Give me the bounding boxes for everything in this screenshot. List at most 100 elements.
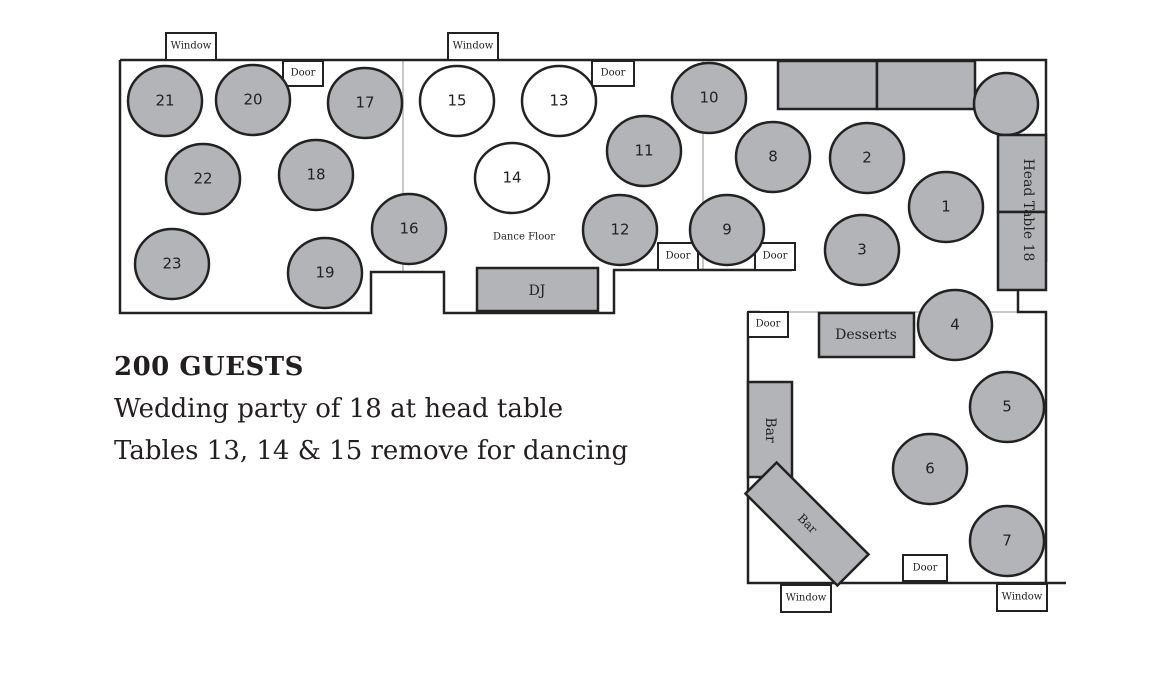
dance-floor-label: Dance Floor [493,232,555,243]
round-table-4[interactable]: 4 [916,288,994,362]
guest-count: 200 GUESTS [114,352,304,382]
table-circle[interactable] [214,63,292,137]
round-table-13[interactable]: 13 [520,64,598,138]
bar-counter[interactable] [743,460,871,588]
round-table-22[interactable]: 22 [164,142,242,216]
table-number: 1 [941,198,951,216]
window: Window [165,32,217,61]
round-table-8[interactable]: 8 [734,120,812,194]
long-table[interactable] [875,59,977,111]
head-table[interactable] [996,210,1048,292]
desserts-label: Desserts [835,327,897,343]
table-circle[interactable] [891,432,969,506]
table-number: 21 [155,92,174,110]
table-circle[interactable] [126,64,204,138]
round-table-14[interactable]: 14 [473,141,551,215]
table-number: 4 [950,316,960,334]
door[interactable]: Door [902,554,948,582]
round-table-23[interactable]: 23 [133,227,211,301]
round-table-7[interactable]: 7 [968,504,1046,578]
round-table-15[interactable]: 15 [418,64,496,138]
table-number: 7 [1002,532,1012,550]
table-number: 17 [355,94,374,112]
round-table-6[interactable]: 6 [891,432,969,506]
door[interactable]: Door [747,311,789,338]
table-number: 14 [502,169,521,187]
table-number: 5 [1002,398,1012,416]
round-table-20[interactable]: 20 [214,63,292,137]
round-table-21[interactable]: 21 [126,64,204,138]
table-number: 12 [610,221,629,239]
table-circle[interactable] [581,193,659,267]
table-circle[interactable] [916,288,994,362]
table-circle[interactable] [968,370,1046,444]
table-number: 6 [925,460,935,478]
door-label: Door [763,251,788,262]
table-circle[interactable] [688,193,766,267]
round-table-11[interactable]: 11 [605,114,683,188]
event-notes: 200 GUESTS Wedding party of 18 at head t… [114,352,628,472]
table-circle[interactable] [520,64,598,138]
window-label: Window [453,41,494,52]
table-circle[interactable] [605,114,683,188]
window: Window [447,32,499,61]
table-number: 3 [857,241,867,259]
dj-booth[interactable] [475,266,600,313]
door-label: Door [291,68,316,79]
round-table-12[interactable]: 12 [581,193,659,267]
table-number: 9 [722,221,732,239]
door[interactable]: Door [282,60,324,87]
door[interactable]: Door [657,242,699,271]
round-table-9[interactable]: 9 [688,193,766,267]
table-circle[interactable] [828,121,906,195]
table-circle[interactable] [133,227,211,301]
table-number: 13 [549,92,568,110]
table-circle[interactable] [370,192,448,266]
round-table-1[interactable]: 1 [907,170,985,244]
round-table-10[interactable]: 10 [670,61,748,135]
table-number: 23 [162,255,181,273]
bar-label: Bar [762,417,778,443]
table-circle[interactable] [968,504,1046,578]
table-number: 18 [306,166,325,184]
door[interactable]: Door [591,60,635,87]
table-circle[interactable] [277,138,355,212]
round-table-19[interactable]: 19 [286,236,364,310]
door-label: Door [913,563,938,574]
door-label: Door [666,251,691,262]
table-circle[interactable] [473,141,551,215]
round-table-5[interactable]: 5 [968,370,1046,444]
round-table-16[interactable]: 16 [370,192,448,266]
table-number: 15 [447,92,466,110]
door[interactable]: Door [754,242,796,271]
window: Window [996,583,1048,612]
table-circle[interactable] [286,236,364,310]
long-table[interactable] [776,59,879,111]
round-table-18[interactable]: 18 [277,138,355,212]
table-circle[interactable] [734,120,812,194]
window-label: Window [171,41,212,52]
window-label: Window [1002,592,1043,603]
table-circle[interactable] [670,61,748,135]
note-dancing: Tables 13, 14 & 15 remove for dancing [114,436,629,466]
table-circle[interactable] [164,142,242,216]
table-circle[interactable] [418,64,496,138]
table-circle[interactable] [907,170,985,244]
door-label: Door [756,319,781,330]
table-number: 22 [193,170,212,188]
head-table-label: Head Table 18 [1020,159,1036,262]
round-table-unlabeled[interactable] [972,71,1040,137]
round-table-17[interactable]: 17 [326,66,404,140]
desserts-table[interactable] [817,311,916,359]
window-label: Window [786,593,827,604]
window: Window [780,584,832,613]
table-number: 2 [862,149,872,167]
table-circle[interactable] [326,66,404,140]
door-label: Door [601,68,626,79]
round-table-3[interactable]: 3 [823,213,901,287]
round-table-2[interactable]: 2 [828,121,906,195]
head-table[interactable] [996,133,1048,214]
table-circle[interactable] [823,213,901,287]
table-number: 11 [634,142,653,160]
